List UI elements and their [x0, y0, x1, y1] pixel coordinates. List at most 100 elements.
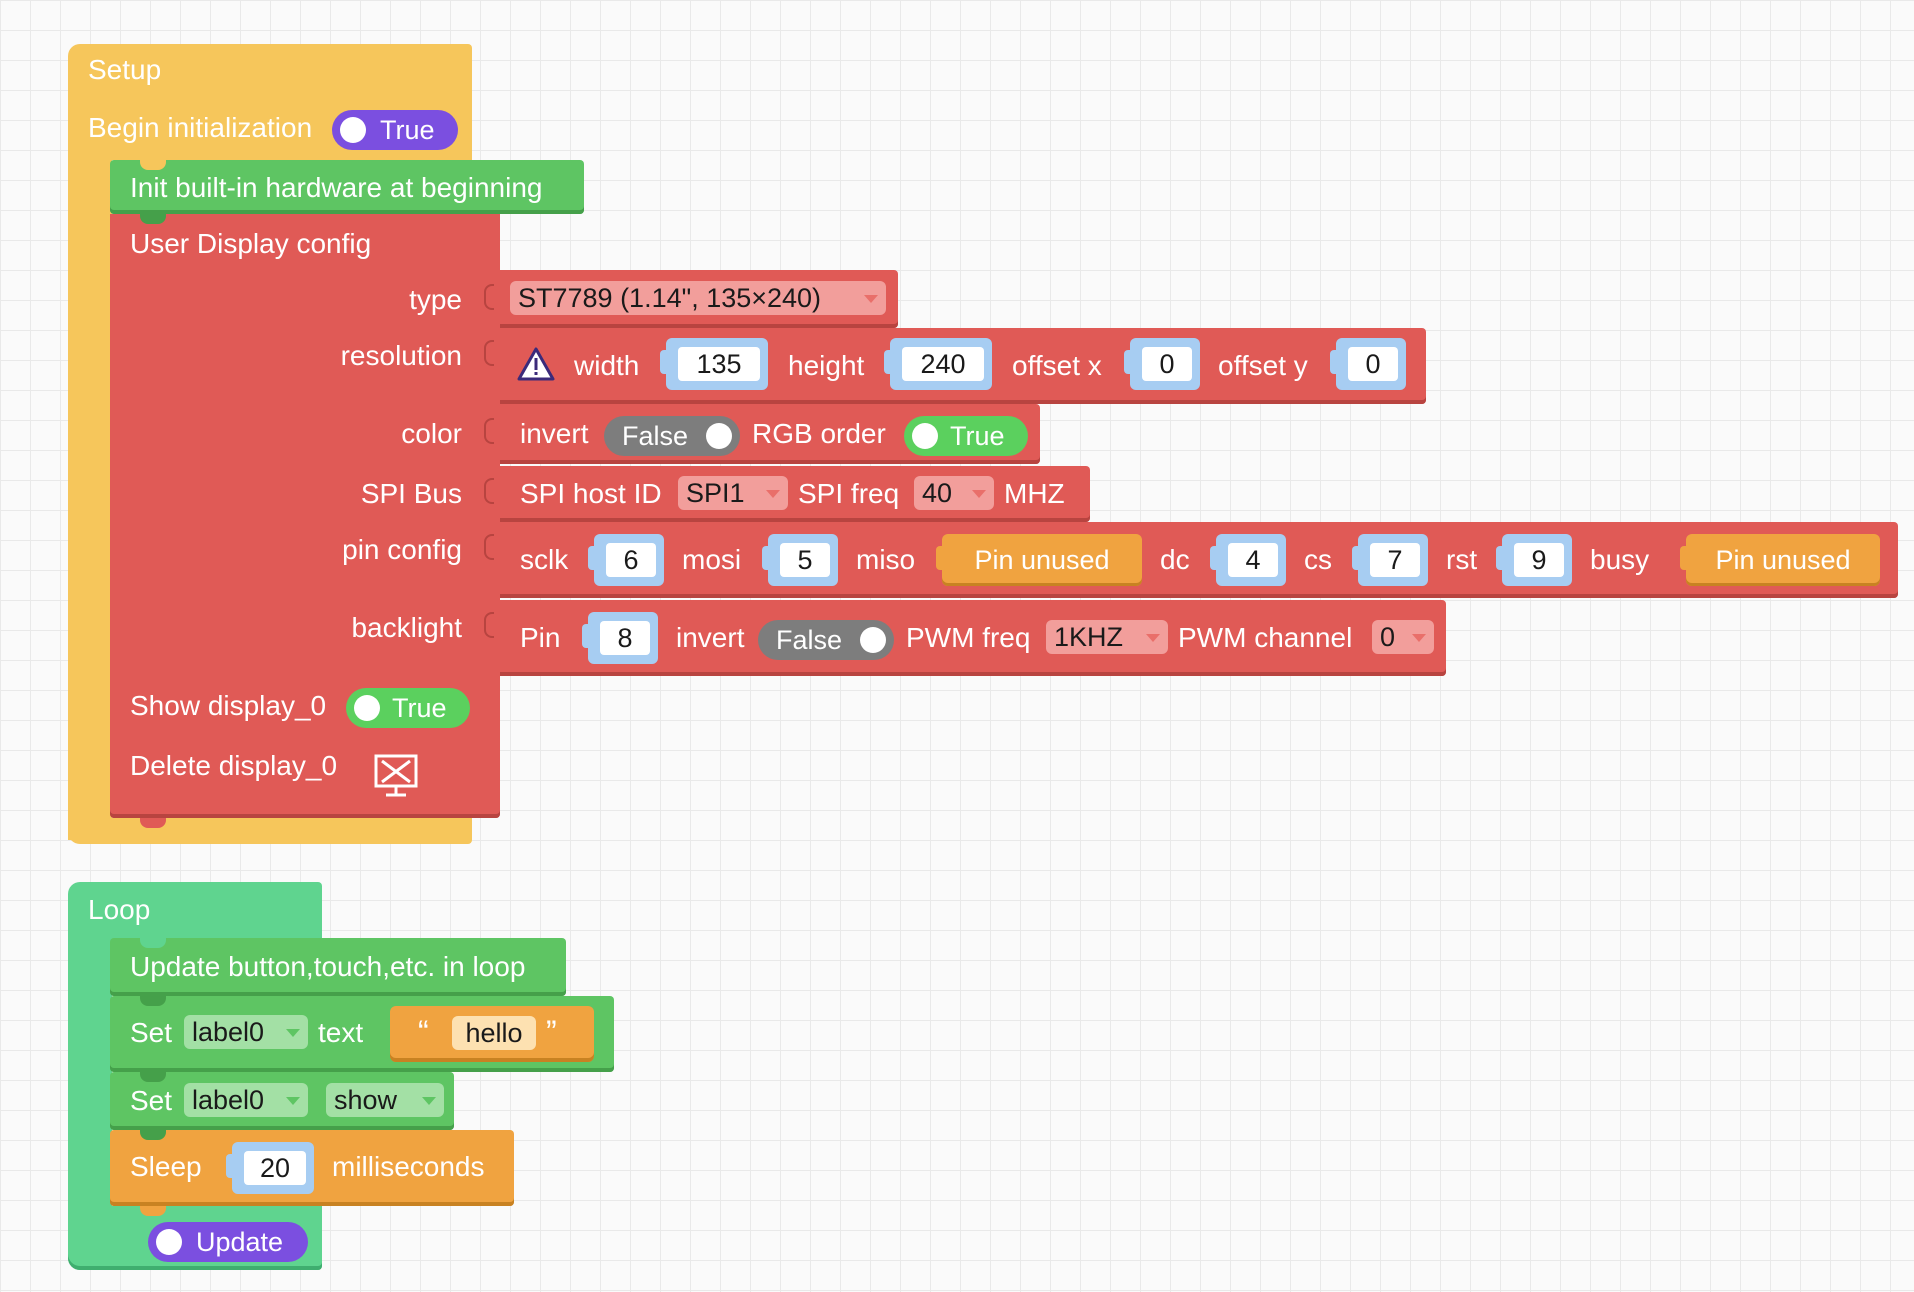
chevron-down-icon — [1146, 634, 1160, 642]
mosi-input[interactable]: 5 — [762, 534, 838, 586]
close-quote: ” — [546, 1014, 557, 1050]
toggle-knob — [860, 627, 886, 653]
dc-label: dc — [1160, 544, 1190, 575]
show-dropdown[interactable]: show — [326, 1083, 444, 1117]
show-display-label: Show display_0 — [130, 690, 327, 721]
pwm-channel-label: PWM channel — [1178, 622, 1353, 653]
chevron-down-icon — [286, 1029, 300, 1037]
offset-x-label: offset x — [1012, 350, 1102, 381]
pin-config-label: pin config — [342, 534, 462, 565]
set-label: Set — [130, 1085, 173, 1116]
offset-x-input[interactable]: 0 — [1124, 338, 1200, 390]
pwm-freq-label: PWM freq — [906, 622, 1031, 653]
block-notch — [140, 160, 166, 170]
block-notch — [140, 214, 166, 224]
toggle-knob — [340, 117, 366, 143]
offset-y-input[interactable]: 0 — [1330, 338, 1406, 390]
width-input[interactable]: 135 — [660, 338, 768, 390]
show-display-toggle[interactable]: True — [346, 688, 470, 728]
spi-host-dropdown[interactable]: SPI1 — [678, 476, 788, 510]
sclk-input[interactable]: 6 — [588, 534, 664, 586]
update-toggle[interactable]: Update — [148, 1222, 308, 1262]
bl-pin-input[interactable]: 8 — [582, 612, 658, 664]
bl-pin-label: Pin — [520, 622, 561, 653]
spi-freq-dropdown[interactable]: 40 — [914, 476, 994, 510]
set-prop-label: text — [318, 1017, 364, 1048]
block-notch — [140, 818, 166, 828]
dc-input[interactable]: 4 — [1210, 534, 1286, 586]
bl-invert-label: invert — [676, 622, 745, 653]
setup-spine — [68, 150, 112, 840]
pwm-freq-dropdown[interactable]: 1KHZ — [1046, 620, 1168, 654]
toggle-knob — [156, 1229, 182, 1255]
chevron-down-icon — [766, 490, 780, 498]
delete-display-label: Delete display_0 — [130, 750, 338, 781]
sclk-label: sclk — [520, 544, 569, 575]
input-connector — [484, 478, 494, 504]
rst-label: rst — [1446, 544, 1478, 575]
chevron-down-icon — [422, 1097, 436, 1105]
input-connector — [484, 418, 494, 444]
toggle-knob — [354, 695, 380, 721]
backlight-label: backlight — [351, 612, 462, 643]
init-hardware-label: Init built-in hardware at beginning — [130, 172, 543, 203]
busy-pin-unused[interactable]: Pin unused — [1680, 534, 1880, 586]
invert-toggle[interactable]: False — [604, 416, 740, 456]
mosi-label: mosi — [682, 544, 742, 575]
type-label: type — [409, 284, 462, 315]
block-notch — [140, 996, 166, 1006]
loop-header[interactable] — [68, 882, 322, 942]
rgb-order-toggle[interactable]: True — [904, 416, 1028, 456]
height-label: height — [788, 350, 865, 381]
chevron-down-icon — [1412, 634, 1426, 642]
toggle-knob — [706, 423, 732, 449]
cs-input[interactable]: 7 — [1352, 534, 1428, 586]
cs-label: cs — [1304, 544, 1332, 575]
block-notch — [140, 1130, 166, 1140]
setup-footer — [68, 818, 472, 844]
begin-init-toggle[interactable]: True — [332, 110, 458, 150]
label-target-dropdown[interactable]: label0 — [184, 1083, 308, 1117]
warning-icon — [517, 347, 555, 381]
rgb-order-label: RGB order — [752, 418, 886, 449]
block-notch — [140, 1206, 166, 1216]
input-connector — [484, 612, 494, 638]
spi-bus-label: SPI Bus — [360, 478, 462, 509]
hello-text-input[interactable]: hello — [452, 1016, 536, 1050]
sleep-ms-input[interactable]: 20 — [226, 1142, 314, 1194]
sleep-unit: milliseconds — [332, 1151, 485, 1182]
sleep-label: Sleep — [130, 1151, 202, 1182]
update-loop-block[interactable] — [110, 938, 566, 996]
invert-label: invert — [520, 418, 589, 449]
pin-config-row — [500, 522, 1898, 598]
open-quote: “ — [418, 1014, 429, 1050]
rst-input[interactable]: 9 — [1496, 534, 1572, 586]
display-type-dropdown[interactable]: ST7789 (1.14", 135×240) — [510, 281, 886, 315]
resolution-label: resolution — [340, 340, 462, 371]
miso-pin-unused[interactable]: Pin unused — [936, 534, 1142, 586]
chevron-down-icon — [864, 295, 878, 303]
toggle-knob — [912, 423, 938, 449]
width-label: width — [574, 350, 640, 381]
chevron-down-icon — [972, 490, 986, 498]
pwm-channel-dropdown[interactable]: 0 — [1372, 620, 1434, 654]
chevron-down-icon — [286, 1097, 300, 1105]
display-config-title: User Display config — [130, 228, 372, 259]
miso-label: miso — [856, 544, 916, 575]
spi-host-label: SPI host ID — [520, 478, 662, 509]
begin-init-label: Begin initialization — [88, 112, 313, 143]
block-notch — [140, 938, 166, 948]
set-label: Set — [130, 1017, 173, 1048]
display-delete-icon[interactable] — [372, 752, 420, 800]
label-target-dropdown[interactable]: label0 — [184, 1015, 308, 1049]
busy-label: busy — [1590, 544, 1650, 575]
init-hardware-block[interactable] — [110, 160, 584, 214]
input-connector — [484, 534, 494, 560]
update-loop-label: Update button,touch,etc. in loop — [130, 951, 526, 982]
loop-title: Loop — [88, 894, 151, 925]
input-connector — [484, 340, 494, 366]
spi-freq-unit: MHZ — [1004, 478, 1065, 509]
color-label: color — [401, 418, 462, 449]
bl-invert-toggle[interactable]: False — [758, 620, 894, 660]
height-input[interactable]: 240 — [884, 338, 992, 390]
